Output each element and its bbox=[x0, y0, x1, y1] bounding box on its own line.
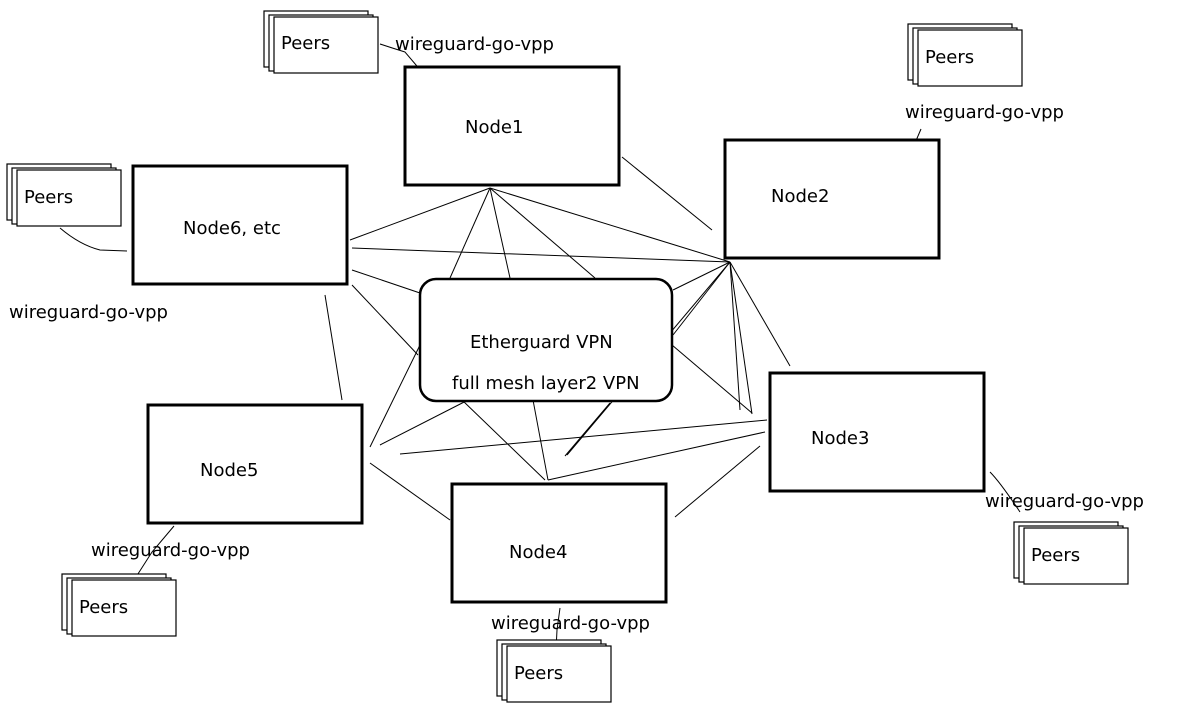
software-label-node6: wireguard-go-vpp bbox=[9, 302, 168, 323]
mesh-link bbox=[532, 399, 549, 481]
peer-stack-node2: Peers bbox=[907, 23, 1023, 87]
mesh-link bbox=[621, 156, 713, 231]
mesh-link bbox=[672, 261, 731, 336]
software-label-node2: wireguard-go-vpp bbox=[905, 102, 1064, 123]
mesh-link bbox=[547, 431, 766, 481]
peer-label: Peers bbox=[514, 663, 563, 684]
node-node4: Node4 bbox=[450, 482, 668, 604]
node-label: Node2 bbox=[771, 186, 829, 207]
peer-label: Peers bbox=[281, 33, 330, 54]
software-label-node5: wireguard-go-vpp bbox=[91, 540, 250, 561]
mesh-link bbox=[449, 187, 491, 279]
mesh-link bbox=[489, 187, 511, 279]
mesh-link bbox=[489, 187, 731, 263]
peer-stack-node4: Peers bbox=[496, 639, 612, 703]
peer-connector bbox=[59, 227, 128, 252]
mesh-link bbox=[489, 187, 596, 279]
core-title: Etherguard VPN bbox=[470, 332, 613, 353]
mesh-link bbox=[351, 269, 421, 294]
software-label-node1: wireguard-go-vpp bbox=[395, 34, 554, 55]
peer-label: Peers bbox=[1031, 545, 1080, 566]
mesh-connections bbox=[59, 43, 1021, 651]
node-label: Node3 bbox=[811, 428, 869, 449]
peer-label: Peers bbox=[925, 47, 974, 68]
peer-label: Peers bbox=[79, 597, 128, 618]
node-label: Node6, etc bbox=[183, 218, 281, 239]
peer-connector bbox=[135, 525, 175, 578]
mesh-link bbox=[324, 294, 343, 401]
mesh-link bbox=[399, 419, 768, 455]
node-label: Node4 bbox=[509, 542, 567, 563]
peer-connector bbox=[989, 471, 1021, 513]
node-node6: Node6, etc bbox=[131, 164, 349, 286]
mesh-link bbox=[351, 247, 731, 263]
core-subtitle: full mesh layer2 VPN bbox=[452, 373, 640, 394]
node-node2: Node2 bbox=[723, 138, 941, 260]
mesh-link bbox=[674, 445, 761, 518]
node-node1: Node1 bbox=[403, 65, 621, 187]
mesh-link bbox=[672, 261, 731, 291]
node-label: Node1 bbox=[465, 117, 523, 138]
software-label-node4: wireguard-go-vpp bbox=[491, 613, 650, 634]
mesh-link bbox=[461, 399, 546, 481]
mesh-link bbox=[369, 462, 451, 521]
mesh-link bbox=[729, 261, 753, 415]
peer-stack-node3: Peers bbox=[1013, 521, 1129, 585]
node-node3: Node3 bbox=[768, 371, 986, 493]
mesh-link bbox=[379, 397, 473, 446]
peer-stack-node6: Peers bbox=[6, 163, 122, 227]
mesh-link bbox=[729, 261, 741, 411]
mesh-link bbox=[349, 187, 491, 241]
mesh-link bbox=[369, 344, 421, 448]
node-node5: Node5 bbox=[146, 403, 364, 525]
peer-stack-node5: Peers bbox=[61, 573, 177, 637]
mesh-link bbox=[564, 402, 611, 457]
mesh-link bbox=[351, 284, 419, 356]
peer-stack-node1: Peers bbox=[263, 10, 379, 74]
peer-label: Peers bbox=[24, 187, 73, 208]
software-label-node3: wireguard-go-vpp bbox=[985, 491, 1144, 512]
peer-connector bbox=[379, 43, 423, 73]
node-label: Node5 bbox=[200, 460, 258, 481]
etherguard-core: Etherguard VPN full mesh layer2 VPN bbox=[418, 277, 674, 403]
mesh-link bbox=[729, 261, 791, 367]
mesh-link bbox=[671, 344, 753, 414]
